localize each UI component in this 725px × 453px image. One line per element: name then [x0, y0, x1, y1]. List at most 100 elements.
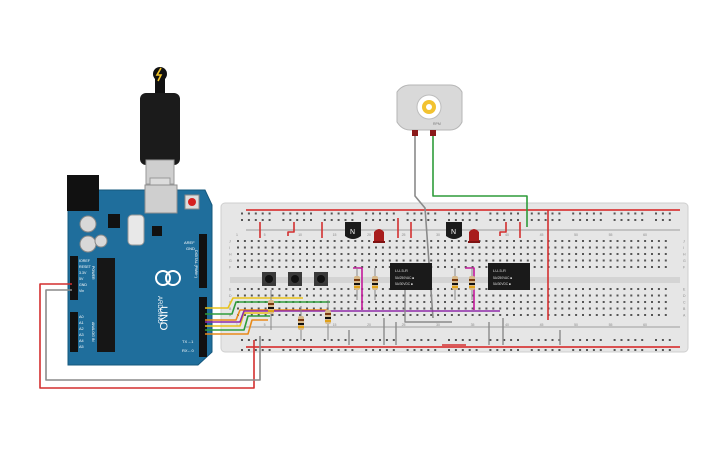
signal-wire-purple[interactable]	[205, 310, 500, 323]
relay-2-model: LU-5-R	[493, 268, 506, 273]
transistors: N N	[345, 222, 462, 239]
signal-wire-orange-2[interactable]	[205, 319, 268, 335]
breadboard-col-label: 55	[609, 323, 613, 327]
ground-wire[interactable]	[45, 289, 261, 381]
breadboard-col-label: 20	[367, 233, 371, 237]
breadboard-row-label: B	[683, 307, 686, 311]
breadboard-col-label: 1	[236, 323, 238, 327]
breadboard-col-label: 15	[333, 323, 337, 327]
breadboard-col-label: 15	[333, 233, 337, 237]
dc-jack	[67, 175, 99, 211]
breadboard-row-label: D	[229, 294, 232, 298]
breadboard-row-label: H	[683, 253, 686, 257]
resistor-5[interactable]	[372, 268, 378, 300]
reset-pin-label: RESET	[79, 265, 92, 269]
transistor-2-label: N	[451, 229, 456, 236]
v5-label: 5V	[79, 277, 84, 281]
signal-wire-yellow[interactable]	[205, 297, 303, 309]
breadboard-row-label: E	[683, 288, 686, 292]
relay-2-rating-ac: 5A/250VAC ■	[493, 276, 512, 280]
wires	[39, 136, 561, 389]
a0-label: A0	[79, 315, 84, 319]
relay-1-model: LU-5-R	[395, 268, 408, 273]
resistor-1[interactable]	[268, 290, 274, 330]
breadboard-col-label: 1	[236, 233, 238, 237]
breadboard-row-label: B	[229, 307, 232, 311]
model-label: UNO	[157, 306, 169, 331]
breadboard-row-label: C	[683, 301, 686, 305]
push-buttons	[262, 272, 328, 286]
brand-label: ARDUINO	[156, 296, 162, 324]
breadboard-col-label: 30	[436, 233, 440, 237]
gnd-power-label: GND	[79, 283, 87, 287]
breadboard-col-label: 5	[264, 233, 266, 237]
breadboard-col-label: 60	[643, 323, 647, 327]
breadboard-row-label: I	[229, 246, 230, 250]
resistor-2[interactable]	[298, 306, 304, 340]
breadboard-col-label: 40	[505, 233, 509, 237]
gnd-label: GND	[186, 246, 195, 251]
digital-label: DIGITAL (PWM~)	[194, 250, 198, 278]
push-button-1[interactable]	[262, 272, 276, 286]
breadboard-row-label: F	[229, 266, 231, 270]
resistor-7[interactable]	[469, 268, 475, 300]
breadboard-col-label: 25	[402, 323, 406, 327]
rx-label: RX←0	[182, 348, 195, 353]
signal-wire-green[interactable]	[205, 301, 330, 315]
usb-plug	[140, 93, 180, 165]
signal-wire-yellow-2[interactable]	[205, 312, 272, 327]
breadboard-row-label: E	[229, 288, 232, 292]
breadboard-row-label: I	[683, 246, 684, 250]
breadboard-row-label: F	[683, 266, 685, 270]
breadboard-row-label: A	[229, 314, 232, 318]
breadboard-col-label: 50	[574, 323, 578, 327]
breadboard-row-label: J	[229, 240, 231, 244]
motor-terminal-neg	[412, 130, 418, 136]
transistor-1[interactable]: N	[345, 222, 361, 239]
atmega-chip	[97, 258, 115, 352]
push-button-3[interactable]	[314, 272, 328, 286]
breadboard-col-label: 35	[471, 323, 475, 327]
breadboard-row-label: H	[229, 253, 232, 257]
jumper-magenta-2[interactable]	[465, 267, 475, 310]
signal-wire-green-2[interactable]	[205, 315, 270, 331]
power-wire-5v[interactable]	[39, 283, 255, 389]
breadboard-col-label: 40	[505, 323, 509, 327]
led-1[interactable]	[373, 229, 385, 243]
resistor-4[interactable]	[354, 268, 360, 300]
led-2[interactable]	[468, 229, 480, 243]
power-icon	[153, 67, 167, 81]
v33-label: 3.3V	[79, 271, 87, 275]
transistor-2[interactable]: N	[446, 222, 462, 239]
resistors	[268, 268, 475, 340]
digital-header-top	[199, 234, 207, 288]
breadboard-col-label: 45	[540, 233, 544, 237]
breadboard-row-label: A	[683, 314, 686, 318]
breadboard-col-label: 55	[609, 233, 613, 237]
breadboard-col-label: 10	[298, 233, 302, 237]
analog-header	[70, 312, 78, 352]
resistor-3[interactable]	[325, 300, 331, 340]
transistor-1-label: N	[350, 229, 355, 236]
dc-motor[interactable]: RPM	[396, 84, 463, 136]
jumper-magenta-1[interactable]	[353, 267, 363, 310]
a3-label: A3	[79, 333, 84, 337]
relay-1[interactable]: LU-5-R 5A/250VAC ■ 5A/30VDC ■	[390, 263, 432, 290]
resistor-6[interactable]	[452, 268, 458, 300]
aref-label: AREF	[184, 240, 195, 245]
breadboard-row-label: G	[683, 259, 686, 263]
motor-wire-green[interactable]	[432, 136, 528, 227]
power-label: POWER	[91, 266, 95, 280]
relay-1-rating-dc: 5A/30VDC ■	[395, 282, 413, 286]
a2-label: A2	[79, 327, 84, 331]
breadboard-col-label: 30	[436, 323, 440, 327]
signal-wire-orange[interactable]	[205, 309, 328, 321]
reset-button[interactable]	[188, 198, 196, 206]
push-button-2[interactable]	[288, 272, 302, 286]
relay-2[interactable]: LU-5-R 5A/250VAC ■ 5A/30VDC ■	[488, 263, 530, 290]
relay-1-rating-ac: 5A/250VAC ■	[395, 276, 414, 280]
leds	[373, 229, 480, 243]
breadboard-col-label: 20	[367, 323, 371, 327]
